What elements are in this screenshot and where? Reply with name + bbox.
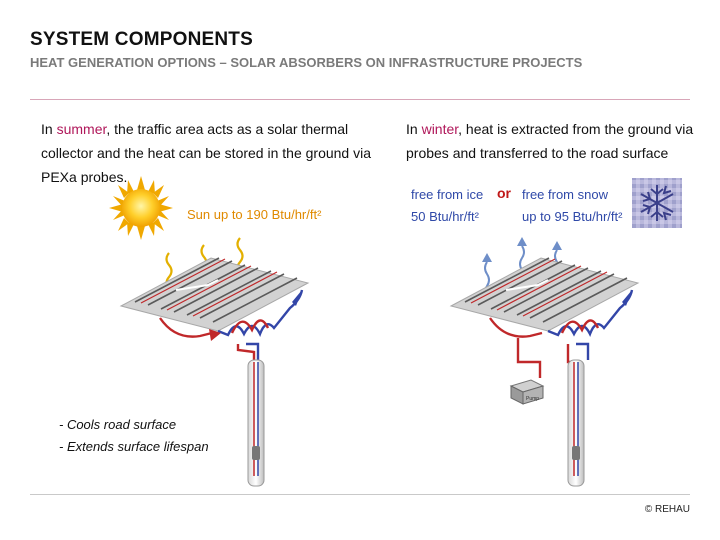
page-subtitle: HEAT GENERATION OPTIONS – SOLAR ABSORBER… xyxy=(30,55,583,70)
ground-probe-left xyxy=(247,359,265,487)
sun-output-label: Sun up to 190 Btu/hr/ft² xyxy=(187,207,322,222)
list-item: - Cools road surface xyxy=(59,417,177,432)
snowflake-icon xyxy=(632,178,682,228)
bottom-divider xyxy=(30,494,690,495)
summer-description: In summer, the traffic area acts as a so… xyxy=(41,121,371,185)
pump-icon: Pump xyxy=(509,379,545,405)
pump-label: Pump xyxy=(526,396,539,402)
solar-absorber-panel xyxy=(119,257,310,332)
list-item: - Extends surface lifespan xyxy=(59,439,209,454)
winter-highlight: winter xyxy=(421,121,459,137)
sun-icon xyxy=(109,176,173,240)
benefit-list: - Cools road surface - Extends surface l… xyxy=(59,414,209,458)
snow-value: up to 95 Btu/hr/ft² xyxy=(522,209,623,224)
road-surface-panel xyxy=(449,257,640,332)
top-divider xyxy=(30,99,690,100)
copyright: © REHAU xyxy=(644,504,690,515)
or-label: or xyxy=(497,185,511,201)
page-title: SYSTEM COMPONENTS xyxy=(30,29,253,50)
winter-description: In winter, heat is extracted from the gr… xyxy=(406,121,694,161)
ground-probe-right xyxy=(567,359,585,487)
ice-label: free from ice xyxy=(411,187,484,202)
ice-value: 50 Btu/hr/ft² xyxy=(411,209,479,224)
summer-highlight: summer xyxy=(56,121,107,137)
snow-label: free from snow xyxy=(522,187,608,202)
